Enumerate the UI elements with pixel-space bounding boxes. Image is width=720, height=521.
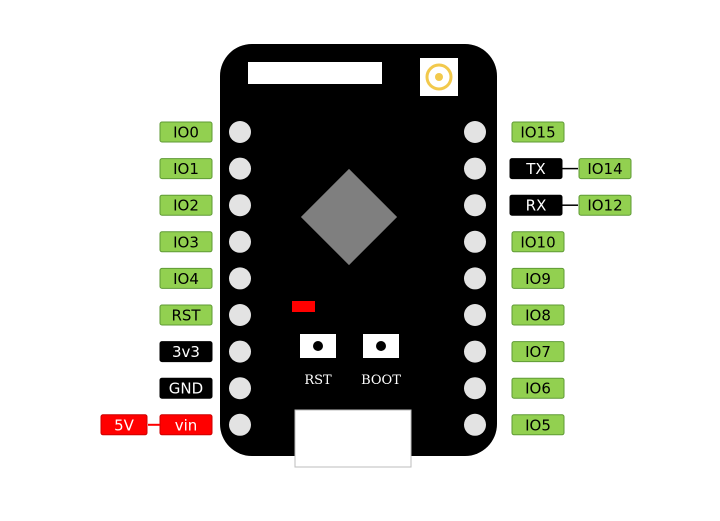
- left-pin-label-box: [159, 158, 213, 180]
- left-pin-hole: [229, 413, 251, 436]
- left-pin-label-box: [159, 121, 213, 143]
- left-pin-label: IO1: [173, 160, 199, 178]
- left-pin-hole: [229, 230, 251, 253]
- right-pin-label: IO12: [587, 197, 622, 215]
- rst-button-label: RST: [304, 373, 332, 388]
- left-pin-label: IO0: [173, 124, 199, 142]
- left-pin-label-box: [159, 304, 213, 326]
- left-pin-label-box: [159, 377, 213, 399]
- left-pin-label: IO4: [173, 270, 199, 288]
- right-pin-label-box: [511, 231, 565, 253]
- board-label-strip: [248, 62, 382, 84]
- left-pin-label: RST: [171, 307, 201, 325]
- right-pin-hole: [464, 304, 486, 326]
- left-pin-extra-label-box: [100, 414, 148, 436]
- chip: [300, 168, 398, 266]
- right-pin-label: IO6: [525, 380, 551, 398]
- left-pin-hole: [229, 121, 251, 143]
- usb-connector: [294, 409, 412, 468]
- left-pin-hole: [229, 304, 251, 326]
- left-pin-label-box: [159, 194, 213, 216]
- right-pin-alt-label: TX: [525, 160, 545, 178]
- status-led: [292, 301, 315, 312]
- left-pin-hole: [229, 194, 251, 217]
- right-pin-label-box: [511, 341, 565, 363]
- left-pin-hole: [229, 340, 251, 363]
- left-pin-label-box: [159, 231, 213, 253]
- right-pin-label: IO10: [520, 233, 555, 251]
- right-pin-hole: [464, 194, 486, 217]
- left-pin-label-box: [159, 267, 213, 289]
- right-pin-label-box: [578, 194, 632, 216]
- right-pin-label: IO9: [525, 270, 551, 288]
- left-pin-hole: [229, 157, 251, 180]
- left-pin-hole: [229, 267, 251, 290]
- right-pin-hole: [464, 267, 486, 290]
- right-pin-label-box: [511, 414, 565, 436]
- left-pin-label: IO3: [173, 233, 199, 251]
- left-pin-label: vin: [175, 416, 198, 434]
- boot-button[interactable]: [363, 334, 399, 358]
- right-pin-hole: [464, 157, 486, 180]
- antenna-connector-icon: [420, 58, 458, 96]
- right-pin-label: IO7: [525, 343, 551, 361]
- right-pin-label-box: [511, 377, 565, 399]
- right-pin-hole: [464, 121, 486, 143]
- left-pin-label-box: [159, 341, 213, 363]
- right-pin-alt-label: RX: [526, 197, 547, 215]
- rst-button[interactable]: [300, 334, 336, 358]
- left-pin-label: IO2: [173, 197, 199, 215]
- right-pin-hole: [464, 377, 486, 400]
- right-pin-label-box: [511, 304, 565, 326]
- left-pin-hole: [229, 377, 251, 400]
- left-pin-label: GND: [169, 380, 203, 398]
- right-pin-label: IO15: [520, 124, 555, 142]
- right-pin-hole: [464, 230, 486, 253]
- left-pin-label: 3v3: [172, 343, 200, 361]
- right-pin-label: IO8: [525, 307, 551, 325]
- boot-button-label: BOOT: [361, 373, 401, 388]
- right-pin-label-box: [511, 121, 565, 143]
- right-pin-label: IO14: [587, 160, 622, 178]
- right-pin-hole: [464, 340, 486, 363]
- right-pin-label-box: [511, 267, 565, 289]
- right-pin-label-box: [578, 158, 632, 180]
- right-pin-label: IO5: [525, 416, 551, 434]
- right-pin-hole: [464, 413, 486, 436]
- left-pin-extra-label: 5V: [114, 416, 135, 434]
